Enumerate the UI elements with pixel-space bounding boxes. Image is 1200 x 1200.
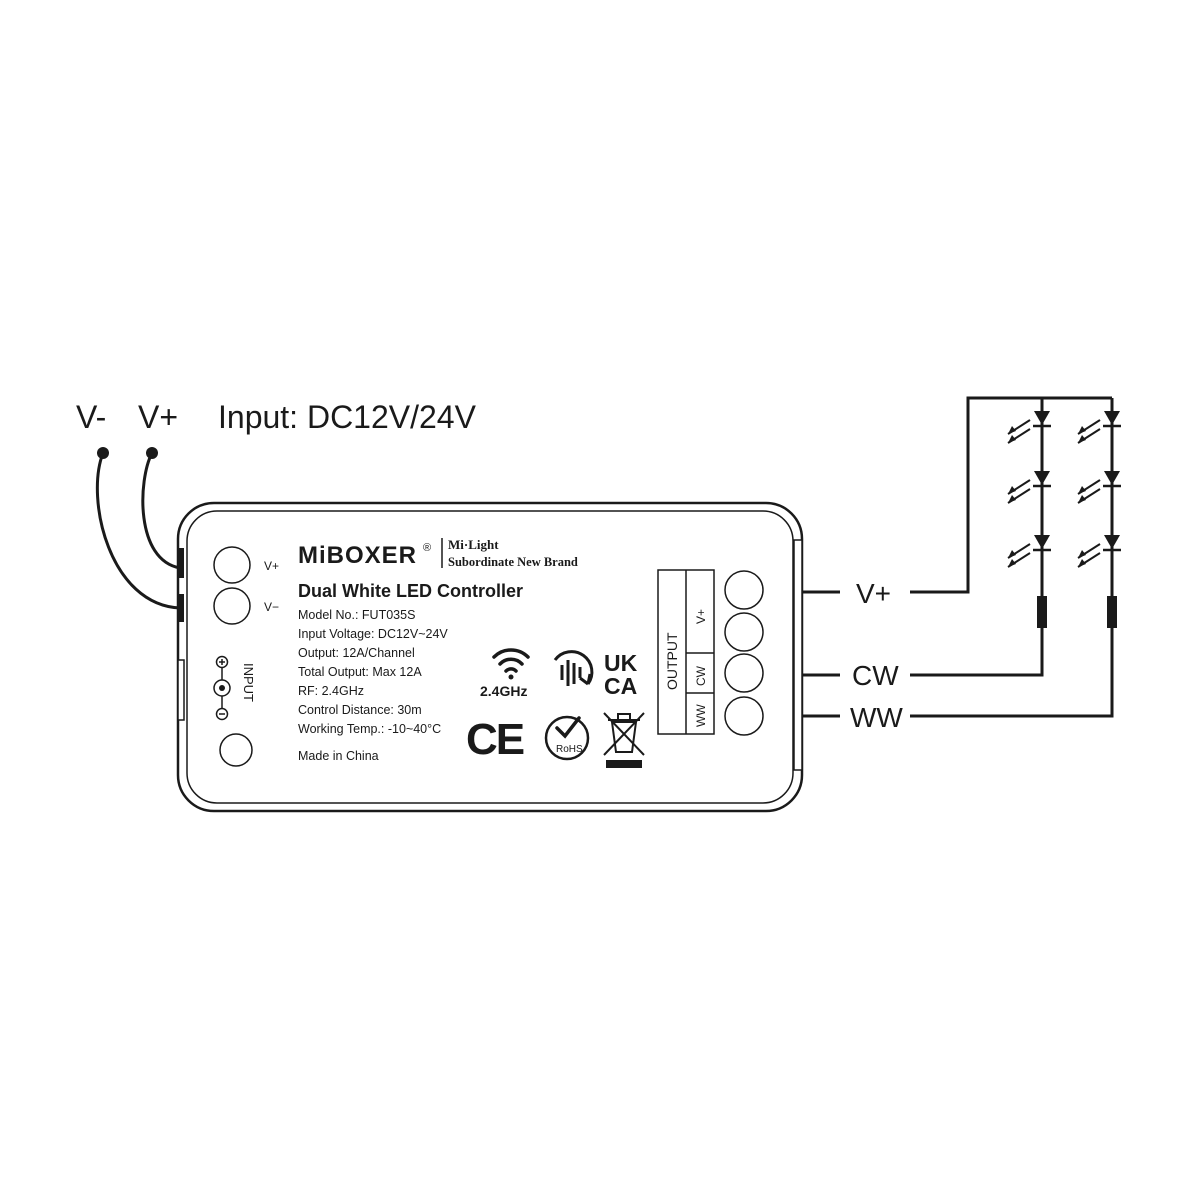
input-section-label: INPUT xyxy=(241,663,256,702)
led-diode-icon xyxy=(1034,411,1050,425)
light-arrow-head xyxy=(1008,559,1016,567)
terminal-vplus-label: V+ xyxy=(264,559,279,573)
output-ww-label: WW xyxy=(850,702,903,733)
device-button xyxy=(219,733,253,767)
brand-logo: MiBOXER xyxy=(298,542,417,569)
output-table: OUTPUT V+ CW WW xyxy=(657,569,715,735)
rf-certification-icon xyxy=(553,650,594,686)
terminal-output-cw xyxy=(724,653,764,693)
wifi-icon xyxy=(492,648,530,680)
led-diode-icon xyxy=(1104,411,1120,425)
svg-text:CA: CA xyxy=(604,673,637,699)
spec-line: Model No.: FUT035S xyxy=(298,608,415,622)
subbrand-name: Mi·Light xyxy=(448,537,499,552)
light-arrow-head xyxy=(1078,426,1086,434)
spec-line: RF: 2.4GHz xyxy=(298,684,364,698)
dc-polarity-icon xyxy=(213,655,231,721)
spec-line: Input Voltage: DC12V~24V xyxy=(298,627,448,641)
svg-text:UK: UK xyxy=(604,650,638,676)
input-v-plus-label: V+ xyxy=(138,399,178,435)
input-wire-v-plus xyxy=(141,452,181,570)
terminal-output-ww xyxy=(724,696,764,736)
spec-line: Working Temp.: -10~40°C xyxy=(298,722,441,736)
output-wire-ww xyxy=(910,646,1114,718)
light-arrow-head xyxy=(1008,426,1016,434)
product-title: Dual White LED Controller xyxy=(298,581,523,601)
right-port-strip xyxy=(793,539,803,771)
led-strings xyxy=(1007,398,1121,646)
ce-mark: CE xyxy=(466,715,524,764)
input-wire-v-minus xyxy=(95,452,181,610)
output-wire-cw xyxy=(910,646,1044,677)
terminal-output-vplus-2 xyxy=(724,612,764,652)
spec-line: Control Distance: 30m xyxy=(298,703,422,717)
left-port-notch-2 xyxy=(178,594,184,622)
device-inner-shell xyxy=(186,510,794,804)
made-in-label: Made in China xyxy=(298,749,379,763)
light-arrow-head xyxy=(1078,559,1086,567)
light-arrow-head xyxy=(1078,495,1086,503)
brand-registered-mark: ® xyxy=(423,542,431,554)
led-diode-icon xyxy=(1034,535,1050,549)
output-cw-label: CW xyxy=(852,660,899,691)
light-arrow-head xyxy=(1078,550,1086,558)
terminal-input-vminus xyxy=(213,587,251,625)
light-arrow-head xyxy=(1008,486,1016,494)
output-cell-vplus: V+ xyxy=(694,609,708,624)
resistor-icon xyxy=(1037,596,1047,628)
input-v-minus-label: V- xyxy=(76,399,106,435)
output-wire-vplus xyxy=(910,396,1112,594)
rohs-icon: RoHS xyxy=(544,715,590,761)
controller-device: V+ V− INPUT MiBOXER ® Mi·Light Subordina… xyxy=(176,501,804,813)
output-cell-ww: WW xyxy=(694,704,708,727)
spec-line: Output: 12A/Channel xyxy=(298,646,415,660)
left-side-slot xyxy=(177,659,185,721)
spec-line: Total Output: Max 12A xyxy=(298,665,422,679)
output-cell-cw: CW xyxy=(694,665,708,686)
terminal-output-vplus xyxy=(724,570,764,610)
output-vplus-label: V+ xyxy=(856,578,891,609)
ukca-mark: UK CA xyxy=(604,650,638,699)
resistor-icon xyxy=(1107,596,1117,628)
rf-frequency-label: 2.4GHz xyxy=(480,683,527,699)
terminal-input-vplus xyxy=(213,546,251,584)
light-arrow-head xyxy=(1008,435,1016,443)
output-table-header: OUTPUT xyxy=(664,632,680,690)
svg-text:RoHS: RoHS xyxy=(556,744,583,755)
light-arrow-head xyxy=(1008,550,1016,558)
led-diode-icon xyxy=(1104,535,1120,549)
led-diode-icon xyxy=(1034,471,1050,485)
light-arrow-head xyxy=(1078,435,1086,443)
input-title: Input: DC12V/24V xyxy=(218,399,477,435)
terminal-vminus-label: V− xyxy=(264,600,279,614)
left-port-notch-1 xyxy=(178,548,184,578)
led-diode-icon xyxy=(1104,471,1120,485)
spec-list: Model No.: FUT035S Input Voltage: DC12V~… xyxy=(298,608,448,763)
weee-bin-icon xyxy=(603,712,645,768)
light-arrow-head xyxy=(1078,486,1086,494)
light-arrow-head xyxy=(1008,495,1016,503)
subbrand-tagline: Subordinate New Brand xyxy=(448,555,578,569)
